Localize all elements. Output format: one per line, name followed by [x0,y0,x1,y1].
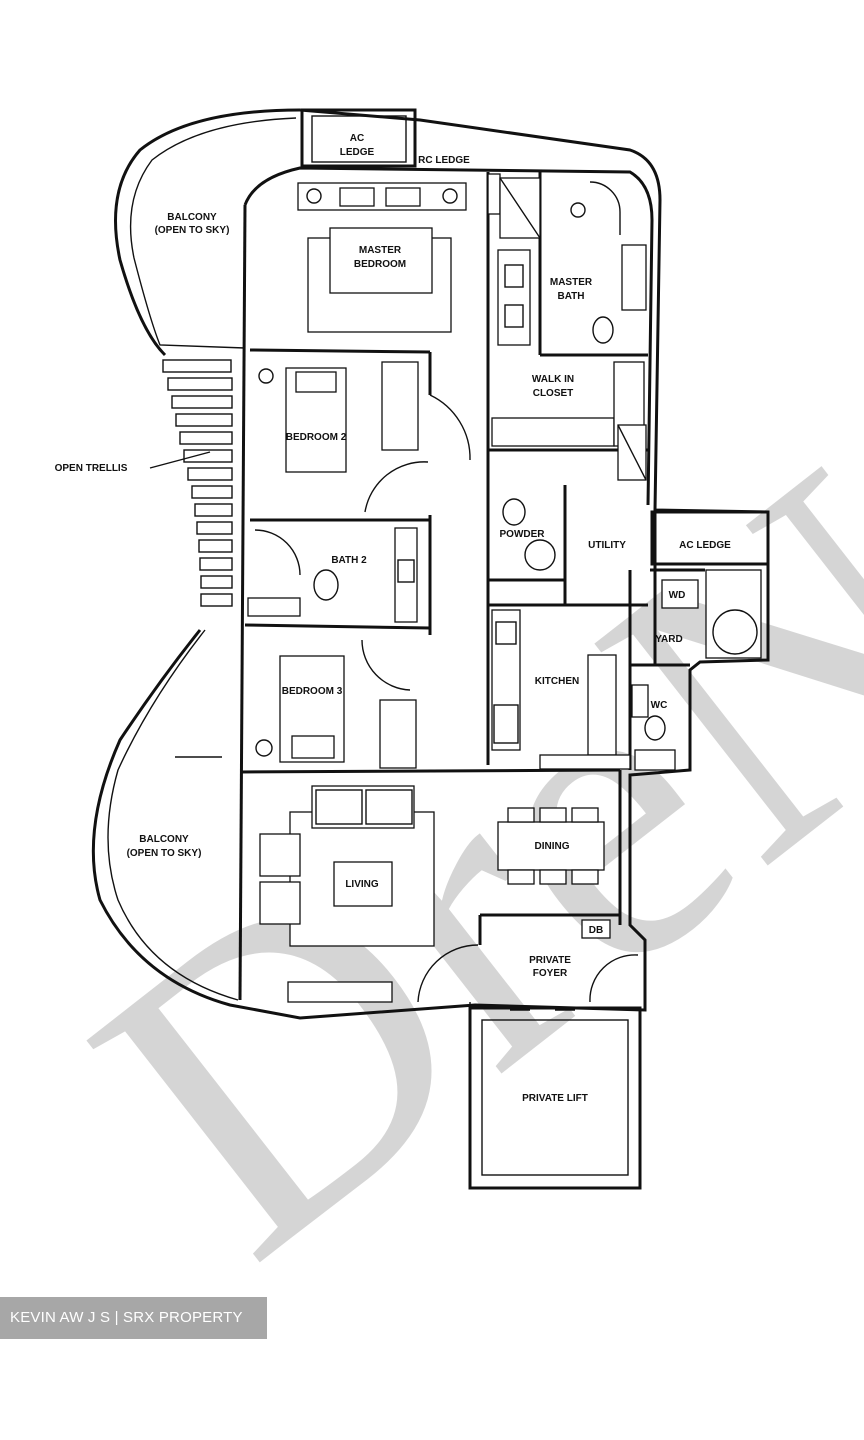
label-rc-ledge: RC LEDGE [418,155,470,166]
label-balcony-bottom-2: (OPEN TO SKY) [127,848,202,859]
master-bath-fixtures [497,177,647,346]
label-powder: POWDER [500,529,546,540]
label-master-bath-2: BATH [557,291,584,302]
label-bedroom-3: BEDROOM 3 [282,686,343,697]
label-ac-ledge-right: AC LEDGE [679,540,731,551]
watermark-text: DreN [15,381,864,1344]
label-private-lift: PRIVATE LIFT [522,1093,588,1104]
label-balcony-top-1: BALCONY [167,212,217,223]
interior-walls [238,166,705,1001]
walk-in-closet-fixtures [491,361,647,481]
label-ac-ledge-top-1: AC [350,133,364,144]
label-balcony-top-2: (OPEN TO SKY) [155,225,230,236]
label-bedroom-2: BEDROOM 2 [286,432,347,443]
label-master-bath-1: MASTER [550,277,593,288]
watermark: DreN [15,381,864,1344]
label-open-trellis: OPEN TRELLIS [55,463,128,474]
label-kitchen: KITCHEN [535,676,579,687]
label-wc: WC [651,700,668,711]
bath-2-fixtures [247,527,418,623]
label-walk-in-closet-1: WALK IN [532,374,574,385]
room-labels: AC LEDGE RC LEDGE BALCONY (OPEN TO SKY) … [55,133,732,1104]
label-living: LIVING [345,879,379,890]
ac-ledge-top [300,108,417,168]
label-private-foyer-2: FOYER [533,968,568,979]
label-master-bedroom-2: BEDROOM [354,259,406,270]
open-trellis [149,359,233,607]
label-db: DB [589,925,603,936]
label-yard: YARD [655,634,682,645]
label-bath-2: BATH 2 [331,555,367,566]
master-bedroom-furniture [297,173,501,333]
label-dining: DINING [535,841,570,852]
private-lift [468,1006,642,1190]
bedroom-3-furniture [175,639,417,769]
label-utility: UTILITY [588,540,626,551]
label-wd: WD [669,590,686,601]
label-balcony-bottom-1: BALCONY [139,834,189,845]
label-ac-ledge-top-2: LEDGE [340,147,375,158]
living-dining-furniture [259,785,639,1008]
bedroom-2-furniture [258,361,471,513]
label-master-bedroom-1: MASTER [359,245,402,256]
outer-walls [91,108,770,1020]
credit-banner: KEVIN AW J S | SRX PROPERTY [0,1297,267,1339]
service-area-fixtures [491,498,770,771]
label-private-foyer-1: PRIVATE [529,955,571,966]
label-walk-in-closet-2: CLOSET [533,388,574,399]
